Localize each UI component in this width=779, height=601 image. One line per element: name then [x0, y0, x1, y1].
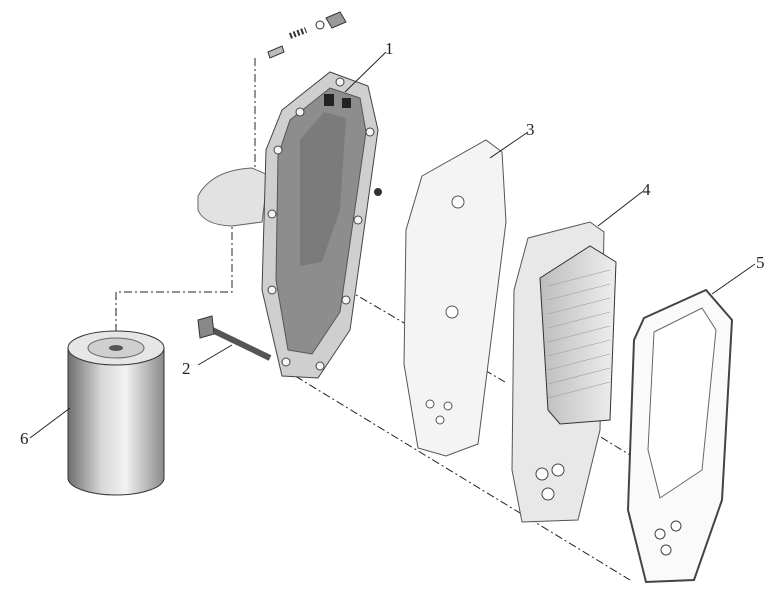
callout-1: 1 — [385, 39, 394, 58]
gasket-upper — [403, 139, 507, 457]
filter-cartridge — [67, 330, 165, 496]
valve-parts — [267, 11, 347, 59]
callout-6: 6 — [20, 429, 29, 448]
cooler-core — [511, 221, 617, 523]
callout-3: 3 — [526, 120, 535, 139]
gasket-outline — [626, 288, 734, 584]
callout-2: 2 — [182, 359, 191, 378]
callout-5: 5 — [756, 253, 765, 272]
housing-bolt-holes — [267, 77, 375, 371]
callout-4: 4 — [642, 180, 651, 199]
bolt — [197, 315, 272, 361]
callout-leaders — [29, 51, 756, 439]
housing — [261, 71, 382, 379]
housing-flange — [197, 167, 269, 227]
